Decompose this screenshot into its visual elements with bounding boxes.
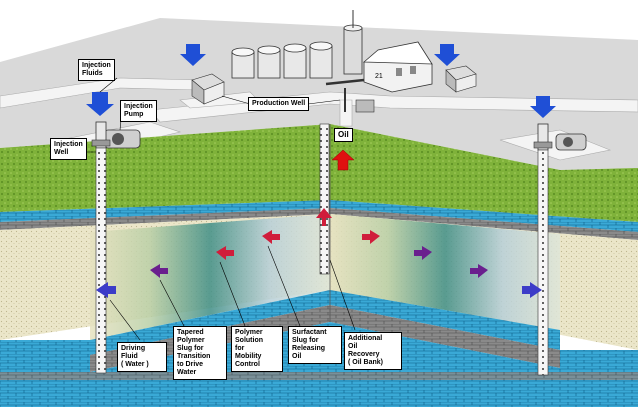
grass-layer-right	[330, 124, 638, 222]
label-production-well: Production Well	[248, 97, 310, 111]
pump-house-icon	[445, 65, 477, 93]
pump-house-icon	[191, 73, 225, 105]
label-injection-pump: Injection Pump	[120, 100, 157, 122]
label-driving-fluid: Driving Fluid ( Water )	[117, 342, 167, 372]
building: 21	[362, 41, 433, 93]
injection-well-bore-right	[537, 149, 549, 376]
oil-zone-right	[330, 214, 560, 330]
label-tapered-polymer: Tapered Polymer Slug for Transition to D…	[173, 326, 227, 380]
injection-well-bore-left	[95, 147, 107, 374]
flow-arrow-icon	[414, 246, 432, 260]
injection-arrow-icon	[530, 96, 556, 118]
pump-jack-icon	[325, 78, 375, 113]
label-surfactant-slug: Surfactant Slug for Releasing Oil	[288, 326, 342, 364]
label-polymer-solution: Polymer Solution for Mobility Control	[231, 326, 283, 372]
oil-flow-arrow-icon	[316, 208, 332, 226]
flow-arrow-icon	[150, 264, 168, 278]
tank-number: 21	[375, 73, 383, 80]
flow-arrow-icon	[470, 264, 488, 278]
label-oil: Oil	[334, 128, 353, 142]
label-injection-well: Injection Well	[50, 138, 87, 160]
storage-tanks	[231, 10, 363, 79]
oil-zone-left	[90, 214, 330, 340]
injection-arrow-icon	[86, 92, 114, 116]
flow-arrow-icon	[522, 282, 542, 298]
flow-arrow-icon	[216, 246, 234, 260]
oil-up-arrow-icon	[331, 149, 355, 171]
injection-arrow-icon	[434, 44, 460, 66]
label-additional-oil-recovery: Additional Oil Recovery ( Oil Bank)	[344, 332, 402, 370]
flow-arrow-icon	[262, 230, 280, 244]
injection-pump-icon	[555, 133, 587, 151]
injection-arrow-icon	[180, 44, 206, 66]
production-well-bore	[319, 123, 330, 275]
label-injection-fluids: Injection Fluids	[78, 59, 115, 81]
flow-arrow-icon	[362, 230, 380, 244]
flow-arrow-icon	[96, 282, 116, 298]
